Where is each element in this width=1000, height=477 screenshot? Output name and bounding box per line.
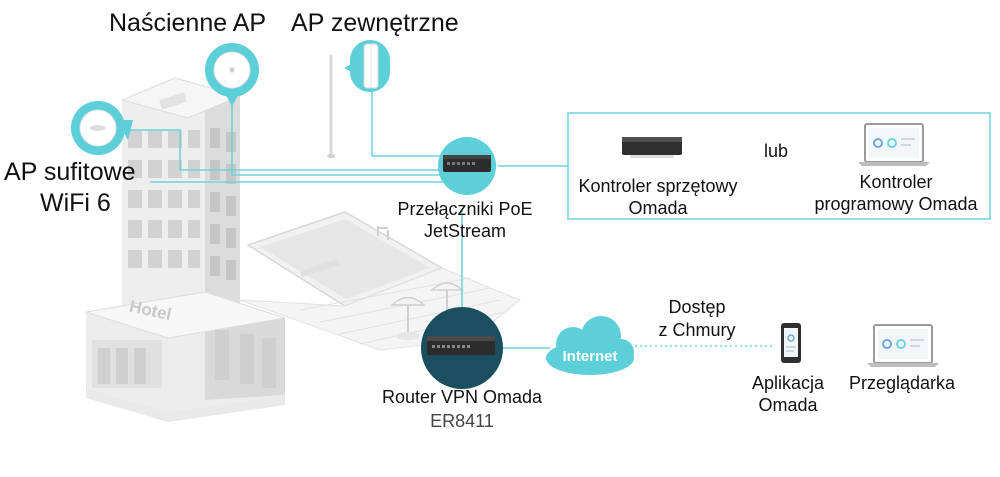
smartphone-icon <box>781 323 801 363</box>
ceiling-ap-label-line2: WiFi 6 <box>40 189 111 217</box>
outdoor-ap-label: AP zewnętrzne <box>291 9 459 37</box>
or-label: lub <box>764 141 789 161</box>
controller-group-frame <box>567 112 991 220</box>
laptop-icon <box>858 123 930 166</box>
connection-lines <box>125 90 568 349</box>
cloud-icon <box>546 316 634 375</box>
wall-ap-icon <box>205 43 259 106</box>
hardware-controller-label-line2: Omada <box>628 198 688 218</box>
cloud-access-label-line1: Dostęp <box>668 297 726 317</box>
app-label-line1: Aplikacja <box>751 373 825 393</box>
outdoor-ap-pole <box>327 55 335 158</box>
browser-label: Przeglądarka <box>848 373 956 393</box>
umbrella-icon <box>390 296 426 340</box>
poe-switch-label-line1: Przełączniki PoE <box>397 199 533 219</box>
laptop-icon <box>867 324 939 367</box>
internet-label: Internet <box>562 348 617 365</box>
app-label-line2: Omada <box>758 395 818 415</box>
outdoor-ap-icon <box>344 40 390 92</box>
hardware-controller-label-line1: Kontroler sprzętowy <box>578 176 738 196</box>
router-label-line1: Router VPN Omada <box>381 387 543 407</box>
poe-switch-icon <box>438 137 496 195</box>
ceiling-ap-icon <box>71 101 133 155</box>
poe-switch-label-line2: JetStream <box>423 221 507 241</box>
router-icon <box>421 307 503 389</box>
cloud-access-label-line2: z Chmury <box>658 320 736 340</box>
software-controller-label-line2: programowy Omada <box>814 194 978 214</box>
router-model-label: ER8411 <box>430 411 494 431</box>
software-controller-label-line1: Kontroler <box>859 172 933 192</box>
ceiling-ap-label-line1: AP sufitowe <box>4 158 136 186</box>
hardware-controller-icon <box>622 137 682 158</box>
hotel-building <box>85 77 286 422</box>
wall-ap-label: Naścienne AP <box>109 9 267 37</box>
